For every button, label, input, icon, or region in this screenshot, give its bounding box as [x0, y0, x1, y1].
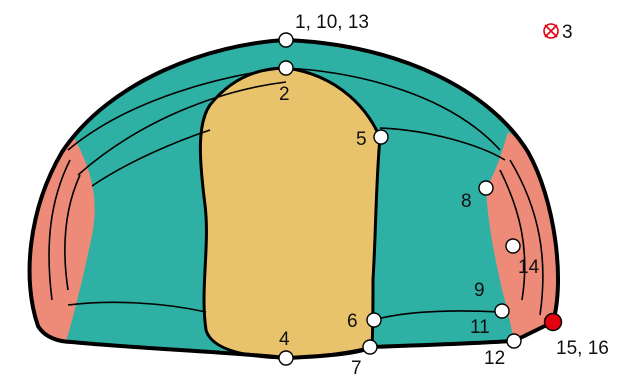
landmark-15-16-label: 15, 16: [556, 338, 609, 359]
crossed-circle-icon: [543, 23, 559, 39]
landmark-5-point[interactable]: [373, 129, 389, 145]
right-lower-line: [372, 310, 501, 321]
landmark-8-label: 8: [461, 191, 472, 212]
left-lower-line: [67, 301, 207, 313]
landmark-4-point[interactable]: [278, 350, 294, 366]
landmark-9-label: 9: [474, 280, 485, 301]
landmark-6-point[interactable]: [366, 312, 382, 328]
landmark-9-11-point[interactable]: [494, 303, 510, 319]
landmark-2-point[interactable]: [278, 60, 294, 76]
landmark-15-16-point[interactable]: [543, 312, 563, 332]
upper-band-line-2: [77, 81, 287, 176]
landmark-6-label: 6: [347, 311, 358, 332]
left-lobe-line-1: [48, 159, 71, 301]
landmark-7-point[interactable]: [362, 339, 378, 355]
landmark-8-point[interactable]: [478, 180, 494, 196]
left-inner-line: [91, 129, 211, 187]
upper-band-line-3: [379, 127, 506, 161]
landmark-14-point[interactable]: [505, 238, 521, 254]
landmark-1-10-13-point[interactable]: [278, 32, 294, 48]
landmark-11-label: 11: [470, 317, 490, 338]
landmark-12-label: 12: [484, 348, 505, 369]
landmark-4-label: 4: [279, 329, 290, 350]
landmark-1-10-13-label: 1, 10, 13: [295, 12, 369, 33]
right-lobe-line-2: [499, 169, 526, 301]
landmark-12-point[interactable]: [506, 333, 522, 349]
left-lobe-line-2: [64, 174, 81, 291]
landmark-5-label: 5: [356, 129, 367, 150]
landmark-2-label: 2: [279, 84, 290, 105]
landmark-14-label: 14: [518, 257, 540, 278]
right-lobe-line-1: [509, 159, 544, 316]
missing-landmark-label: 3: [562, 22, 573, 43]
landmark-7-label: 7: [351, 358, 362, 377]
